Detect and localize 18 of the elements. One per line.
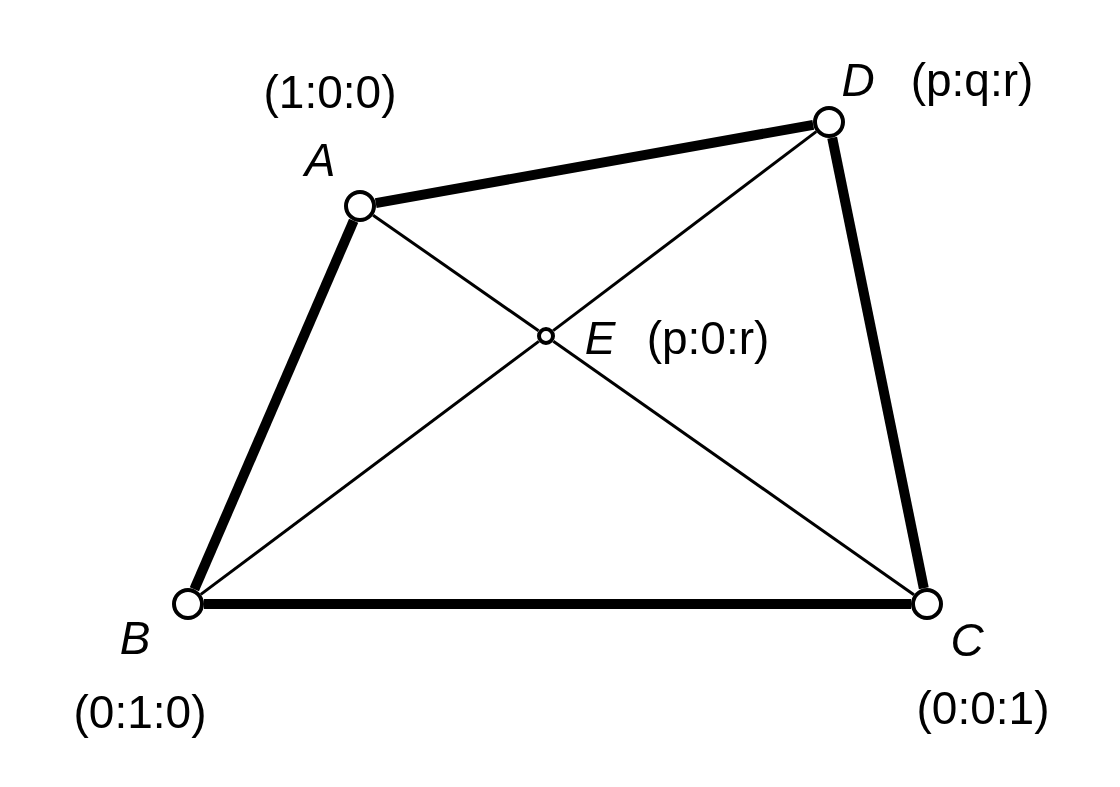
thick-line [204,599,911,609]
thick-line [374,119,815,209]
point-marker [537,327,555,345]
point-marker [911,588,943,620]
thick-line [827,136,929,590]
point-label: D [841,57,875,103]
thin-line [552,130,818,332]
thick-line [189,218,359,592]
point-label: E [584,315,616,361]
point-label: A [304,137,336,183]
thin-line [552,339,915,596]
point-marker [344,190,376,222]
point-marker [172,588,204,620]
point-label: C [950,617,984,663]
point-marker [813,106,845,138]
point-label: B [119,615,151,661]
thin-line [199,340,540,596]
thin-line [372,213,540,333]
